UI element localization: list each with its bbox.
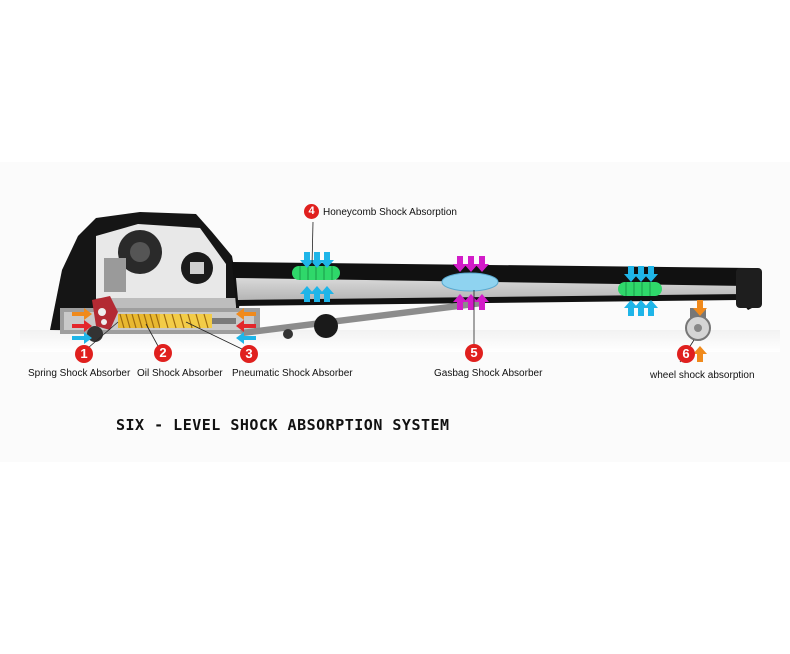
- label-pneumatic-shock-absorber: Pneumatic Shock Absorber: [232, 368, 353, 379]
- honeycomb-pad-rear: [618, 282, 662, 296]
- callout-badge-6: 6: [677, 345, 695, 363]
- leader-lines: [87, 221, 695, 363]
- spring-absorber: [92, 296, 118, 330]
- label-oil-shock-absorber: Oil Shock Absorber: [137, 368, 223, 379]
- label-spring-shock-absorber: Spring Shock Absorber: [28, 368, 131, 379]
- oil-absorber: [118, 313, 162, 329]
- arrows-honeycomb-front: [300, 252, 334, 302]
- arrows-base-right: [236, 308, 256, 344]
- label-gasbag-shock-absorber: Gasbag Shock Absorber: [434, 368, 543, 379]
- arrows-base-left: [72, 308, 92, 344]
- gasbag: [441, 272, 499, 292]
- callout-badge-4: 4: [304, 204, 319, 219]
- diagram-title: SIX - LEVEL SHOCK ABSORPTION SYSTEM: [116, 416, 450, 434]
- arrows-wheel: [693, 300, 707, 362]
- pneumatic-absorber: [160, 313, 236, 329]
- floor-shadow: [20, 330, 780, 352]
- arrows-honeycomb-rear: [624, 266, 658, 316]
- callout-badge-3: 3: [240, 345, 258, 363]
- callout-badge-1: 1: [75, 345, 93, 363]
- callout-badge-2: 2: [154, 344, 172, 362]
- arrows-gasbag: [453, 256, 489, 310]
- label-honeycomb-shock-absorption: Honeycomb Shock Absorption: [323, 207, 457, 218]
- callout-badge-5: 5: [465, 344, 483, 362]
- label-wheel-shock-absorption: wheel shock absorption: [650, 370, 755, 381]
